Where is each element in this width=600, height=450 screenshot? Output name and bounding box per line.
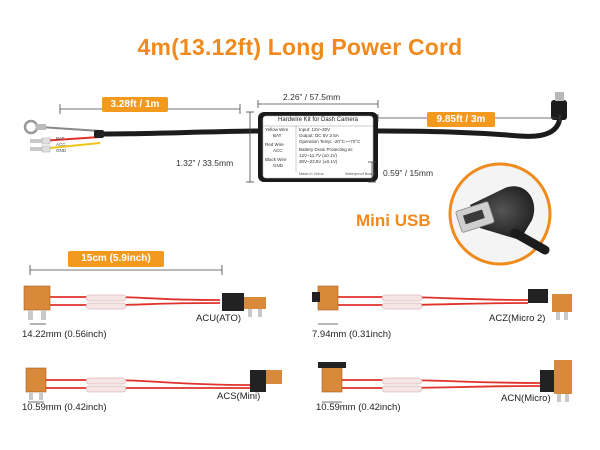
legend-yellow-value: BAT [273,133,282,138]
spec-30v: 30V~23.5V (±0.1V) [299,158,338,164]
box-footer-left: Made in China [299,172,324,176]
box-specs: Input: 12V~30V Output: DC 5V 2.5A Operat… [299,127,360,165]
left-length-label: 3.28ft / 1m [110,99,160,110]
left-length-badge: 3.28ft / 1m [102,97,168,112]
wire-tag-bat: BAT [56,136,65,141]
box-width-label: 2.26” / 57.5mm [283,92,341,102]
right-length-badge: 9.85ft / 3m [427,112,495,127]
box-legend: Yellow Wire BAT Red Wire ACC Black Wire … [265,127,288,169]
fuse-model-acn: ACN(Micro) [501,393,551,404]
fuse-model-acz: ACZ(Micro 2) [489,313,546,324]
page-title: 4m(13.12ft) Long Power Cord [137,34,463,60]
legend-red-value: ACC [273,148,283,153]
fuse-tap-acs [25,367,282,400]
spec-output: Output: DC 5V 2.5A [299,132,339,138]
fuse-icon [321,363,343,393]
mini-usb-label: Mini USB [356,211,431,230]
spec-protect: Battery Drain Protecting at: [299,147,354,153]
spec-12v: 12V~11.7V (±0.1V) [299,153,338,159]
fuse-size-acs: 10.59mm (0.42inch) [22,402,107,413]
fuse-cable-length-label: 15cm (5.9inch) [81,253,151,264]
fuse-model-acu: ACU(ATO) [196,313,242,324]
converter-label [262,115,374,179]
terminal-wires [23,119,101,153]
box-height-label: 1.32” / 33.5mm [176,158,234,168]
wire-tag-gnd: GND [56,148,66,153]
fuse-size-acz: 7.94mm (0.31inch) [312,329,392,340]
box-depth-label: 0.59” / 15mm [383,168,434,178]
ring-terminal-icon [23,119,39,135]
box-footer-right: Waterproof Board [345,172,375,176]
right-length-label: 9.85ft / 3m [436,114,486,125]
fuse-tap-acn [318,360,572,402]
hardwire-cord [23,92,567,182]
fuse-model-acs: ACS(Mini) [217,391,261,402]
legend-black-wire: Black Wire [265,157,287,162]
fuse-icon [317,285,339,311]
fuse-size-acn: 10.59mm (0.42inch) [316,402,401,413]
box-title: Hardwire Kit for Dash Camera [277,117,359,123]
legend-red-wire: Red Wire [265,142,284,147]
spec-input: Input: 12V~30V [299,127,331,132]
mini-usb-plug-icon [551,100,567,120]
fuse-icon [25,367,47,393]
wire-tag-acc: ACC [56,142,66,147]
fuse-size-acu: 14.22mm (0.56inch) [22,329,107,340]
mini-usb-closeup [448,162,552,266]
fuse-cable-length-badge: 15cm (5.9inch) [68,251,164,267]
fuse-tap-acz [312,285,572,320]
fuse-width-dimensions [28,323,342,403]
spec-temp: Operation Temp: -20°C~+70°C [299,138,361,144]
fuse-tap-acu [23,285,266,320]
legend-black-value: GND [273,163,283,168]
fuse-cable-dimension [29,265,223,275]
fuse-icon [23,285,51,311]
legend-yellow-wire: Yellow Wire [265,127,289,132]
